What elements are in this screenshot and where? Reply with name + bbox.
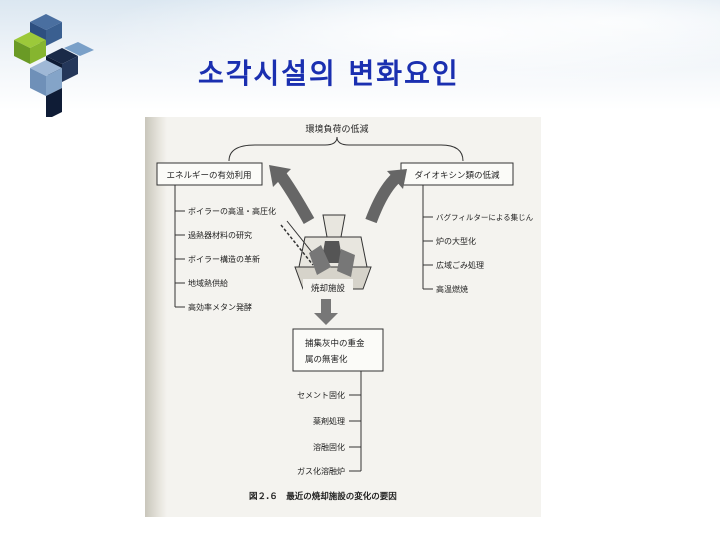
figure-photo: 環境負荷の低減 エネルギーの有効利用 ダイオキシン類の低減 ボイラーの高温・高圧… <box>145 117 541 517</box>
header-background <box>0 0 720 110</box>
left-item: 地域熱供給 <box>188 278 228 288</box>
bottom-item: 薬剤処理 <box>313 416 345 426</box>
left-arrowhead <box>269 165 291 187</box>
slide-title: 소각시설의 변화요인 <box>198 57 460 90</box>
bottom-item: セメント固化 <box>297 390 345 400</box>
left-box-label: エネルギーの有効利用 <box>166 170 251 181</box>
left-curved-arrow <box>274 169 315 224</box>
top-bracket <box>228 136 464 162</box>
right-arrowhead <box>387 169 407 189</box>
bottom-item: ガス化溶融炉 <box>297 466 345 476</box>
center-label-box <box>303 279 353 295</box>
top-label: 環境負荷の低減 <box>305 123 368 135</box>
bottom-item: 溶融固化 <box>313 442 345 452</box>
left-item: ボイラー構造の革新 <box>188 254 260 264</box>
right-item: 炉の大型化 <box>436 236 476 246</box>
down-arrow-shaft <box>321 299 331 313</box>
right-box-label: ダイオキシン類の低減 <box>414 170 500 181</box>
down-arrow-head <box>314 313 338 325</box>
right-item: 広域ごみ処理 <box>436 260 484 270</box>
bottom-box <box>292 328 384 372</box>
bottom-box-line1: 捕集灰中の重金 <box>305 338 365 349</box>
right-curved-arrow <box>365 172 402 224</box>
incinerator-illustration <box>280 214 372 290</box>
photo-binding-shadow <box>145 117 167 517</box>
left-box <box>156 162 263 186</box>
bottom-box-line2: 属の無害化 <box>305 354 348 365</box>
left-item: 高効率メタン発酵 <box>188 302 252 312</box>
left-item: ボイラーの高温・高圧化 <box>188 206 276 216</box>
logo-icon <box>14 14 94 117</box>
right-item: 高温燃焼 <box>436 284 468 294</box>
right-item: バグフィルターによる集じん <box>436 212 534 222</box>
figure-caption: 図２.６ 最近の焼却施設の変化の要因 <box>249 491 397 502</box>
left-item: 過熱器材料の研究 <box>188 230 252 240</box>
center-label: 焼却施設 <box>311 283 346 294</box>
